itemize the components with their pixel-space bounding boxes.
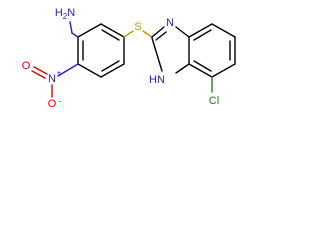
nitro-o-top-label: O	[22, 60, 31, 72]
sulfur-bond-left	[123, 30, 134, 38]
nitro-minus-label: -	[59, 97, 62, 106]
bond	[77, 63, 102, 78]
double-bond-inner	[101, 29, 120, 41]
benzo-ring	[188, 23, 236, 78]
bond	[175, 63, 190, 74]
nitro-double-bond	[31, 70, 46, 79]
bond	[188, 23, 213, 38]
bond	[151, 26, 165, 38]
double-bond-inner	[193, 60, 212, 72]
imidazole-nh-label: HN	[149, 74, 165, 86]
nitro-o-bottom-label: O	[48, 98, 57, 110]
amine-bond	[71, 32, 79, 38]
bond-c2-nh-visible	[151, 37, 163, 72]
molecule-structure: H2N N + O O - S N HN	[22, 7, 236, 110]
bond	[100, 63, 125, 78]
sulfur-label: S	[134, 21, 141, 33]
bond	[175, 26, 190, 38]
imidazole-n-label: N	[166, 17, 174, 29]
bond	[100, 23, 125, 38]
bond	[211, 23, 236, 38]
bond	[188, 63, 213, 78]
nitro-double-bond	[33, 66, 48, 75]
double-bond-inner	[155, 31, 167, 41]
double-bond-inner	[193, 29, 212, 41]
bond	[211, 63, 236, 78]
chlorine-label: Cl	[209, 95, 219, 107]
sulfur-bond-right	[142, 30, 153, 38]
nitro-plus-label: +	[57, 69, 62, 78]
bond	[77, 23, 102, 38]
double-bond-inner	[101, 60, 120, 72]
nitro-bond	[57, 63, 79, 77]
nitro-n-label: N	[48, 73, 56, 85]
imidazole-ring: N HN	[149, 17, 190, 86]
amine-label: H2N	[55, 7, 75, 21]
amine-bond-up	[69, 21, 73, 34]
aniline-ring	[77, 23, 125, 78]
